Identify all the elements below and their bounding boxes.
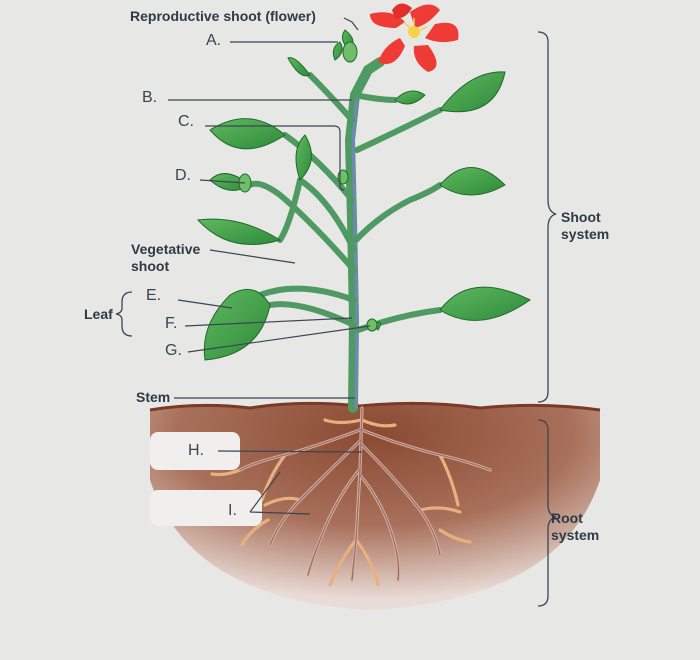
leaf-label: Leaf (84, 306, 113, 322)
main-stem (344, 57, 385, 413)
root-system-line2: system (551, 526, 600, 543)
label-b: B. (142, 89, 158, 106)
shoot-system-line2: system (561, 225, 610, 242)
label-h: H. (188, 442, 204, 459)
vegetative-shoot-line1: Vegetative (131, 241, 201, 257)
leader-lines (168, 17, 371, 515)
label-d: D. (175, 167, 191, 184)
stem-label: Stem (136, 389, 171, 405)
soil (149, 401, 601, 610)
root-system-brace (537, 419, 557, 607)
root-system-illustration (210, 406, 492, 587)
label-a: A. (206, 32, 222, 49)
label-c: C. (178, 113, 194, 130)
branches (247, 72, 443, 333)
shoot-system-label: Shoot system (561, 209, 609, 243)
root-system-line1: Root (551, 510, 583, 526)
shoot-system-line1: Shoot (561, 209, 601, 225)
label-e: E. (146, 287, 162, 304)
shoot-system-brace (537, 31, 557, 403)
root-system-label: Root system (551, 510, 599, 544)
reproductive-shoot-label: Reproductive shoot (flower) (130, 8, 316, 24)
vegetative-shoot-line2: shoot (131, 257, 170, 274)
vegetative-shoot-label: Vegetative shoot (131, 241, 200, 275)
label-f: F. (165, 315, 178, 332)
flower (370, 3, 459, 72)
label-i: I. (228, 502, 237, 519)
label-g: G. (165, 342, 182, 359)
answer-box-backgrounds (150, 432, 262, 526)
leaf-brace (115, 291, 133, 337)
